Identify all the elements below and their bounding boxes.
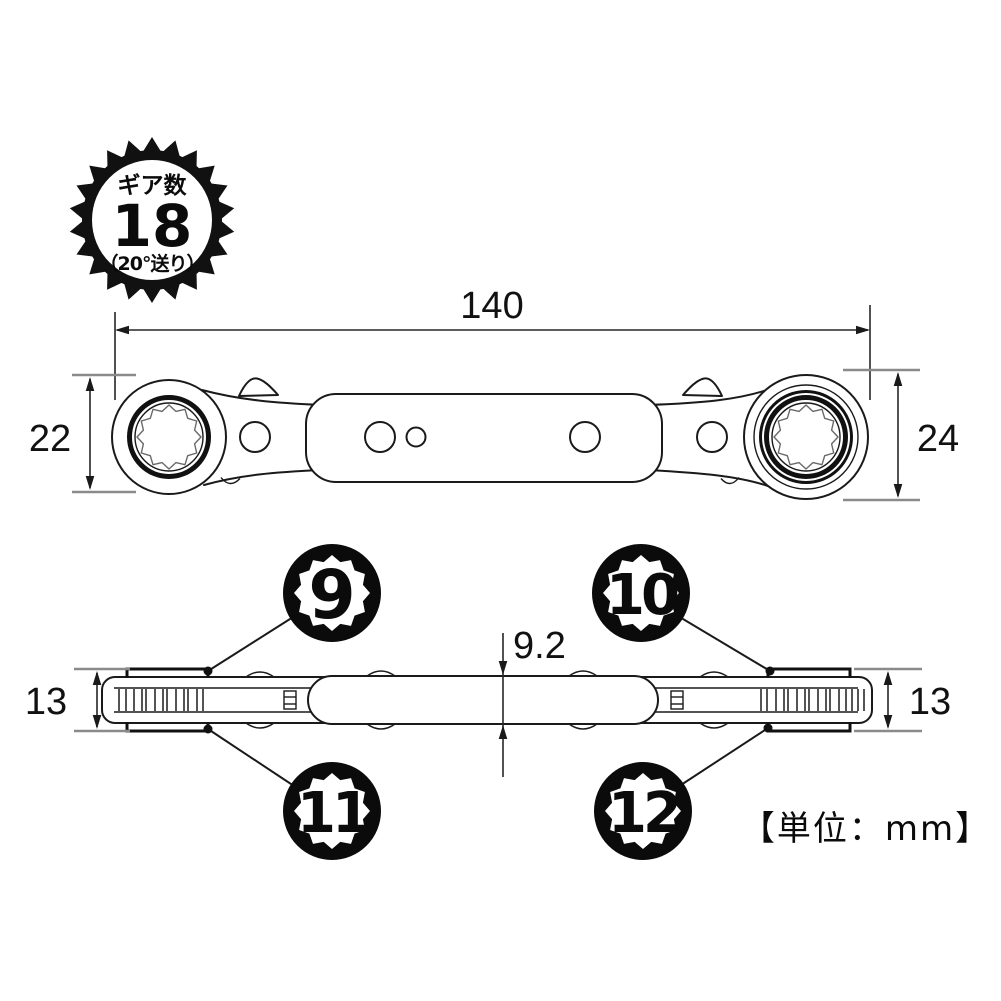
dim-right-head-width: 24 (843, 368, 959, 502)
neck-bottom-right (647, 469, 769, 487)
dim-right-thickness: 13 (854, 667, 951, 733)
leader-9 (207, 618, 291, 672)
right-head-inner-ring (771, 402, 841, 472)
side-view (101, 667, 873, 733)
arrowhead-right (856, 325, 870, 335)
unit-label: 【単位：mm】 (741, 809, 991, 849)
handle-thickness-value: 9.2 (513, 625, 566, 667)
callout-12-value: 12 (608, 781, 678, 846)
dim-overall-length: 140 (114, 285, 871, 400)
arrowhead-down (85, 476, 95, 490)
dim-handle-thickness: 9.2 (498, 625, 566, 777)
leader-dot-10 (765, 666, 775, 676)
right-head-ring-2 (759, 390, 853, 484)
arrowhead-up (883, 671, 893, 685)
rivet-bumps (245, 670, 729, 730)
right-gear-knurl (760, 689, 865, 711)
handle-panel (305, 393, 663, 483)
left-head-inner-ring (134, 402, 204, 472)
leader-11 (207, 728, 292, 785)
arrowhead-up (893, 372, 903, 386)
hole-3-small (405, 426, 427, 448)
left-head (111, 379, 227, 495)
arrowhead-down (498, 661, 508, 675)
top-view (111, 374, 869, 500)
left-bottom-detent (220, 477, 241, 485)
leader-dot-11 (203, 724, 213, 734)
callout-10-value: 10 (606, 563, 678, 628)
right-socket-profile (773, 404, 839, 470)
callout-10: 10 (592, 544, 690, 642)
callout-12: 12 (594, 762, 692, 860)
neck-top-left (201, 389, 323, 406)
callout-9: 9 (283, 544, 381, 642)
left-socket-profile (136, 404, 202, 470)
left-thickness-value: 13 (25, 681, 67, 723)
length-value: 140 (460, 285, 523, 327)
leader-10 (682, 618, 771, 672)
callout-11: 11 (283, 762, 381, 860)
arrowhead-up (92, 671, 102, 685)
badge-face (92, 160, 212, 280)
right-head (743, 374, 869, 500)
left-pawl-pin (283, 690, 297, 710)
left-width-value: 22 (29, 418, 71, 460)
neck-bottom-left (203, 469, 323, 486)
arrowhead-left (115, 325, 129, 335)
arrowhead-up (498, 725, 508, 739)
handle-profile (307, 675, 659, 725)
right-head-ring-1 (753, 384, 859, 490)
left-pawl-lever (238, 377, 279, 397)
right-head-gear-ring (764, 395, 848, 479)
socket-shape-icon (294, 555, 370, 631)
hole-1 (239, 421, 271, 453)
right-pawl-lever (682, 377, 723, 397)
callout-leaders (203, 618, 775, 785)
leader-dot-9 (203, 666, 213, 676)
arrowhead-down (893, 484, 903, 498)
callout-11-value: 11 (297, 781, 368, 846)
gear-count-badge: ギア数 18 （20°送り） (69, 137, 235, 303)
hole-4 (569, 421, 601, 453)
right-width-value: 24 (917, 418, 959, 460)
arrowhead-down (92, 715, 102, 729)
badge-gear-count: 18 (112, 192, 193, 260)
right-thickness-value: 13 (909, 681, 951, 723)
badge-label-bottom: （20°送り） (100, 252, 205, 275)
dim-left-thickness: 13 (25, 667, 130, 733)
leader-dot-12 (763, 723, 773, 733)
hole-2 (364, 421, 396, 453)
left-head-gear-ring (127, 395, 211, 479)
socket-shape-icon (605, 773, 681, 849)
dim-left-head-width: 22 (29, 373, 136, 494)
socket-shape-icon (294, 773, 370, 849)
badge-label-top: ギア数 (118, 173, 188, 199)
right-bottom-detent (720, 477, 740, 485)
neck-top-right (647, 388, 771, 406)
left-gear-knurl (118, 689, 204, 711)
right-pawl-pin (670, 690, 684, 710)
callout-9-value: 9 (308, 556, 355, 635)
arrowhead-down (883, 715, 893, 729)
socket-shape-icon (603, 555, 679, 631)
leader-12 (683, 727, 769, 784)
hole-5 (696, 421, 728, 453)
arrowhead-up (85, 377, 95, 391)
